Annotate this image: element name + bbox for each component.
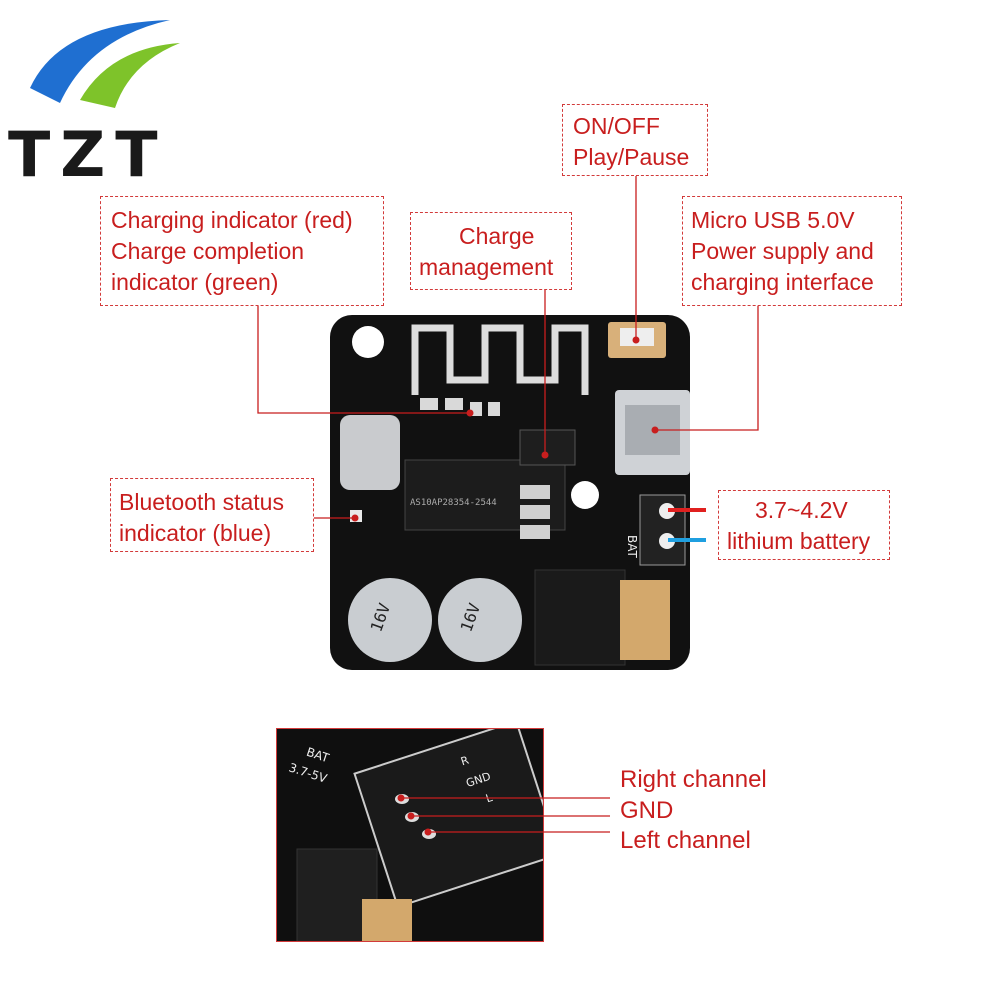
callout-usb: Micro USB 5.0V Power supply and charging…	[682, 196, 902, 306]
svg-text:BAT: BAT	[625, 535, 639, 559]
callout-onoff: ON/OFF Play/Pause	[562, 104, 708, 176]
label-right-channel: Right channel	[620, 766, 767, 793]
callout-charge-management: Charge management	[410, 212, 572, 290]
callout-battery: 3.7~4.2V lithium battery	[718, 490, 890, 560]
crystal	[340, 415, 400, 490]
label-left-channel: Left channel	[620, 827, 751, 854]
callout-bluetooth-status: Bluetooth status indicator (blue)	[110, 478, 314, 552]
capacitor-left	[348, 578, 432, 662]
label-gnd: GND	[620, 797, 674, 824]
logo-swoosh-icon	[30, 20, 180, 108]
antenna-trace	[411, 324, 589, 395]
svg-text:BAT: BAT	[305, 745, 332, 766]
svg-text:R: R	[459, 754, 471, 769]
audio-jack	[534, 569, 626, 666]
logo-text: TZT	[8, 118, 168, 191]
callout-charging-indicator: Charging indicator (red) Charge completi…	[100, 196, 384, 306]
mounting-hole	[352, 326, 384, 358]
capacitor-right	[438, 578, 522, 662]
svg-text:AS10AP28354-2544: AS10AP28354-2544	[410, 498, 497, 508]
pcb-board: AS10AP28354-2544 BAT 16V 16V	[330, 315, 690, 670]
